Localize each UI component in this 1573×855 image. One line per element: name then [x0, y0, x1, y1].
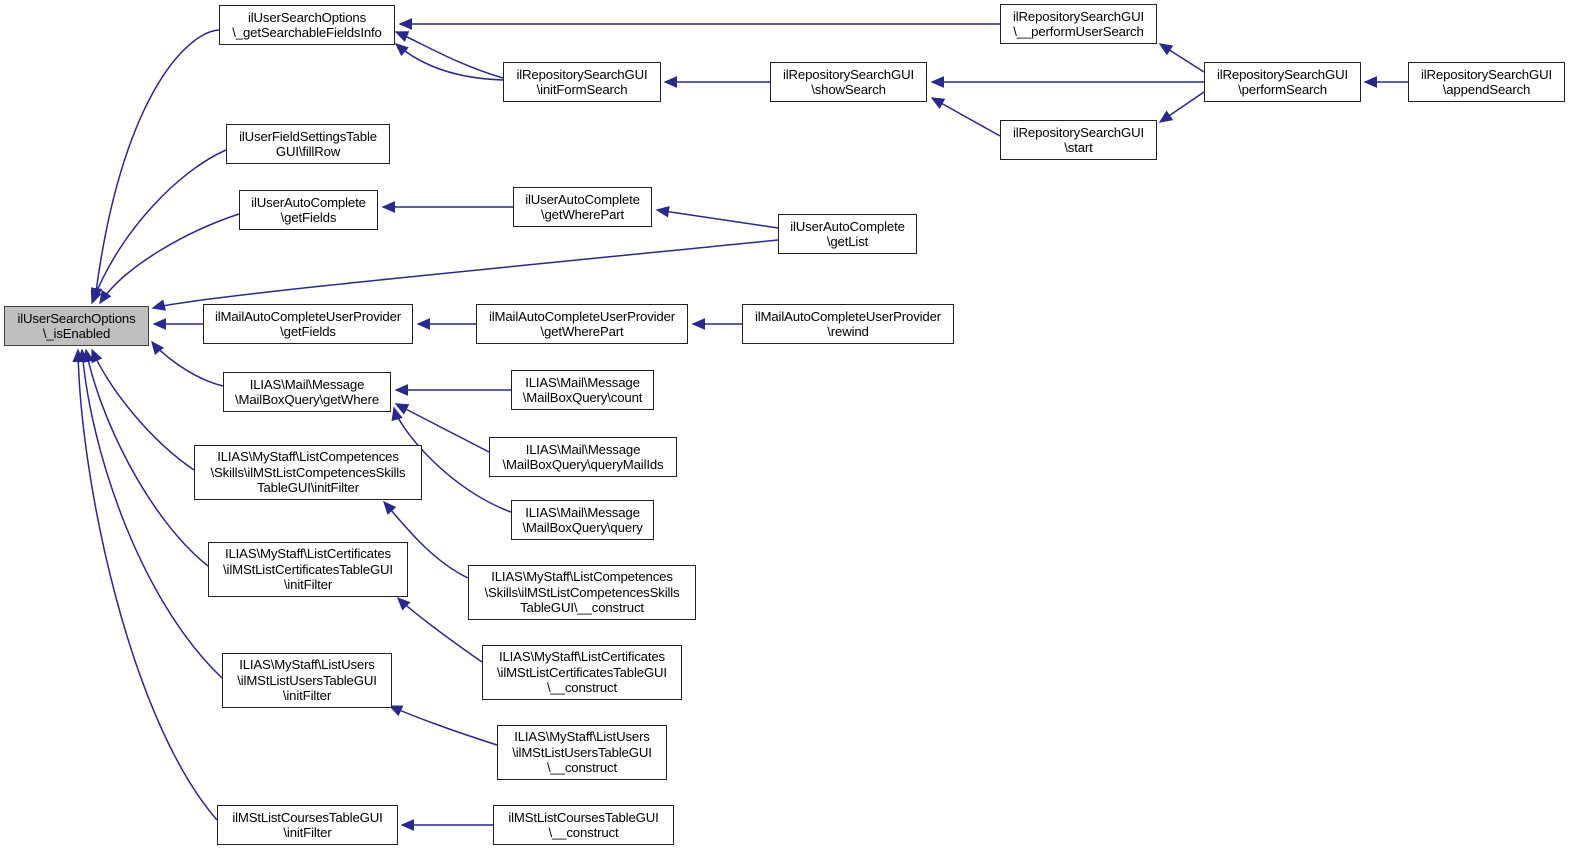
graph-node-macRewind[interactable]: ilMailAutoCompleteUserProvider \rewind: [742, 304, 954, 344]
graph-edge: [394, 403, 490, 453]
graph-node-macGetFields[interactable]: ilMailAutoCompleteUserProvider \getField…: [203, 304, 413, 344]
graph-node-root[interactable]: ilUserSearchOptions \_isEnabled: [4, 306, 149, 346]
graph-node-mbqGetWhere[interactable]: ILIAS\Mail\Message \MailBoxQuery\getWher…: [223, 372, 391, 412]
graph-edge: [1158, 91, 1205, 123]
graph-node-macGetWherePart[interactable]: ilMailAutoCompleteUserProvider \getWhere…: [476, 304, 688, 344]
graph-edge: [151, 239, 779, 311]
graph-node-performUserSearch[interactable]: ilRepositorySearchGUI \__performUserSear…: [1000, 4, 1157, 44]
graph-node-mbqQuery[interactable]: ILIAS\Mail\Message \MailBoxQuery\query: [511, 500, 654, 540]
graph-node-usersInitFilter[interactable]: ILIAS\MyStaff\ListUsers \ilMStListUsersT…: [222, 653, 392, 708]
graph-edge: [396, 596, 483, 663]
graph-node-start[interactable]: ilRepositorySearchGUI \start: [1000, 120, 1157, 160]
graph-edge: [91, 348, 195, 471]
graph-edge: [99, 213, 240, 305]
graph-edge: [655, 205, 779, 229]
graph-node-coursesInitFilter[interactable]: ilMStListCoursesTableGUI \initFilter: [217, 805, 398, 845]
graph-node-mbqQueryMailIds[interactable]: ILIAS\Mail\Message \MailBoxQuery\queryMa…: [489, 437, 677, 477]
graph-edge: [72, 348, 218, 821]
graph-edge: [388, 705, 498, 746]
graph-edge: [90, 149, 227, 305]
graph-node-mbqCount[interactable]: ILIAS\Mail\Message \MailBoxQuery\count: [511, 370, 654, 410]
graph-edge: [394, 43, 504, 81]
graph-node-usersConstruct[interactable]: ILIAS\MyStaff\ListUsers \ilMStListUsersT…: [497, 725, 667, 780]
graph-edge: [90, 29, 220, 302]
graph-node-performSearch[interactable]: ilRepositorySearchGUI \performSearch: [1204, 62, 1361, 102]
graph-node-uacGetWherePart[interactable]: ilUserAutoComplete \getWherePart: [513, 187, 652, 227]
graph-node-fillRow[interactable]: ilUserFieldSettingsTable GUI\fillRow: [226, 124, 390, 164]
graph-node-getSearchable[interactable]: ilUserSearchOptions \_getSearchableField…: [219, 5, 395, 45]
graph-node-showSearch[interactable]: ilRepositorySearchGUI \showSearch: [770, 62, 927, 102]
graph-edge: [394, 31, 504, 79]
graph-edge: [391, 406, 512, 513]
graph-node-certInitFilter[interactable]: ILIAS\MyStaff\ListCertificates \ilMStLis…: [208, 542, 408, 597]
graph-node-compInitFilter[interactable]: ILIAS\MyStaff\ListCompetences \Skills\il…: [194, 445, 422, 500]
graph-edge: [77, 348, 223, 679]
graph-node-appendSearch[interactable]: ilRepositorySearchGUI \appendSearch: [1408, 62, 1565, 102]
graph-edge: [930, 97, 1001, 137]
graph-node-initFormSearch[interactable]: ilRepositorySearchGUI \initFormSearch: [503, 62, 661, 102]
graph-edge: [151, 340, 224, 387]
graph-node-coursesConstruct[interactable]: ilMStListCoursesTableGUI \__construct: [493, 805, 674, 845]
graph-node-certConstruct[interactable]: ILIAS\MyStaff\ListCertificates \ilMStLis…: [482, 645, 682, 700]
graph-edge: [82, 348, 209, 567]
graph-node-compConstruct[interactable]: ILIAS\MyStaff\ListCompetences \Skills\il…: [468, 565, 696, 620]
graph-node-uacGetList[interactable]: ilUserAutoComplete \getList: [778, 214, 917, 254]
graph-edge: [383, 500, 469, 579]
graph-edge: [1158, 43, 1205, 73]
graph-node-uacGetFields[interactable]: ilUserAutoComplete \getFields: [239, 190, 378, 230]
